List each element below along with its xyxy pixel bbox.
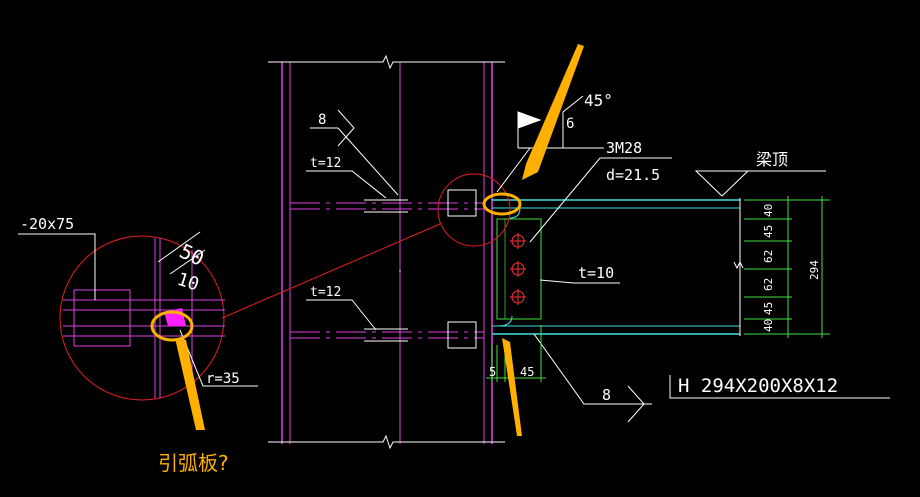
dim-right-5: 45	[762, 302, 775, 315]
bolts-label: 3M28	[606, 139, 642, 157]
groove-angle-label: 45°	[584, 91, 613, 110]
detail-callout-circle	[437, 173, 511, 247]
hole-diameter-label: d=21.5	[606, 166, 660, 184]
stiffener-thk-top-leader	[306, 170, 387, 199]
beam-section-label: H 294X200X8X12	[678, 375, 838, 397]
detail-enlarged: 50 10 r=35	[59, 231, 258, 401]
beam-section-leader	[669, 375, 890, 399]
stiffener-top	[290, 199, 484, 213]
question-label: 引弧板?	[158, 451, 229, 475]
groove-gap-label: 6	[566, 116, 574, 132]
weld-size-top: 8	[318, 112, 326, 128]
detail-leader-line	[221, 223, 441, 319]
dim-bottom-1: 5	[489, 365, 496, 379]
stiffener-thk-bottom-leader	[306, 299, 377, 331]
beam-break-mark	[733, 260, 744, 270]
detail-radius-label: r=35	[206, 371, 240, 387]
dim-right-2: 45	[762, 225, 775, 238]
backing-bar-top	[447, 189, 477, 217]
stiffener-thk-bottom: t=12	[310, 285, 341, 300]
weld-size-bottom: 8	[602, 386, 611, 404]
weld-symbol-bottom	[533, 333, 652, 423]
arrow-detail	[175, 338, 205, 430]
annotation-marks	[150, 44, 584, 436]
bolt-group	[510, 233, 526, 305]
plate-leader	[18, 233, 96, 300]
arrow-bottom	[502, 338, 522, 436]
dim-right-3: 62	[762, 250, 775, 263]
dim-right-1: 40	[762, 204, 775, 217]
highlight-circle-top	[482, 192, 522, 216]
weld-access-hole-bottom	[497, 315, 513, 327]
dim-right-4: 62	[762, 278, 775, 291]
column-break-top	[268, 54, 505, 70]
backing-bar-bottom	[447, 321, 477, 349]
dim-right-total: 294	[808, 260, 821, 280]
beam-top-marker	[694, 170, 826, 197]
plate-thk-leader	[539, 279, 620, 284]
column-break-bottom	[268, 434, 505, 450]
bolt-leader	[529, 157, 672, 243]
weld-symbol-top	[310, 109, 399, 196]
column	[268, 54, 505, 450]
stiffener-plate-label: -20x75	[20, 215, 74, 233]
shear-plate-inner	[504, 218, 542, 320]
plate-thk-label: t=10	[578, 264, 614, 282]
dimension-right	[744, 196, 830, 338]
dim-bottom-3: 45	[520, 365, 534, 379]
beam	[492, 198, 744, 336]
weld-symbol-groove	[496, 95, 604, 193]
dim-right-6: 40	[762, 319, 775, 332]
beam-top-label: 梁顶	[756, 150, 788, 169]
stiffener-bottom	[290, 328, 484, 342]
detail-dim-50: 50	[176, 239, 208, 271]
highlight-circle-detail	[150, 310, 194, 342]
dimension-bottom	[486, 325, 546, 382]
stiffener-thk-top: t=12	[310, 156, 341, 171]
detail-dim-10: 10	[174, 269, 201, 296]
detail-circle	[59, 235, 225, 401]
arrow-top	[522, 44, 584, 180]
